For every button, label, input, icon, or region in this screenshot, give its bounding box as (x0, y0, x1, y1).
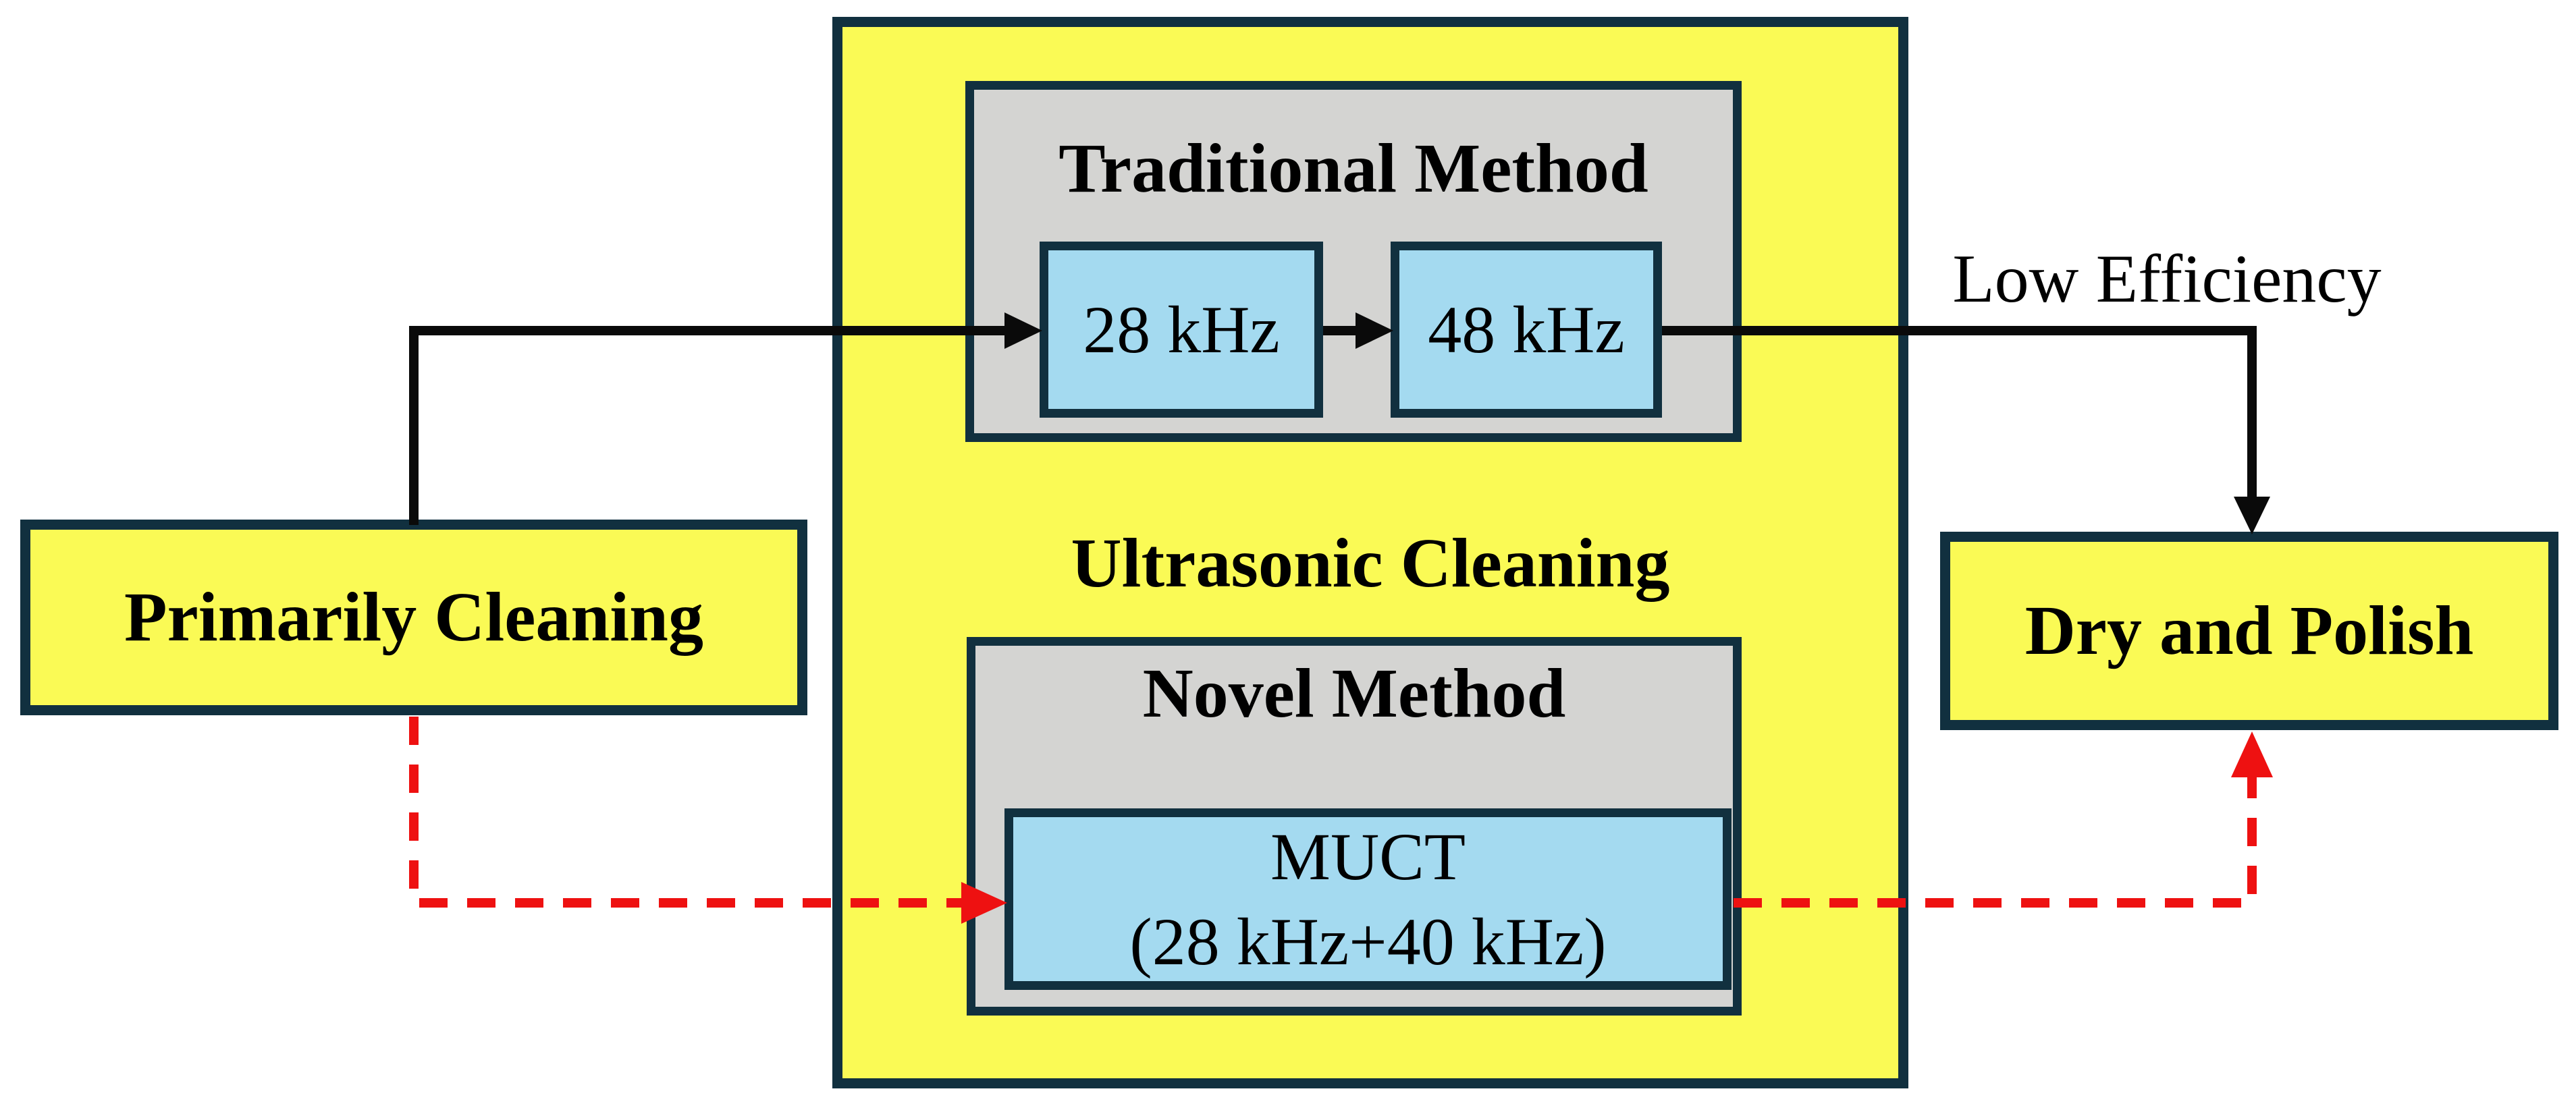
node-28khz: 28 kHz (1040, 242, 1323, 418)
node-muct: MUCT (28 kHz+40 kHz) (1004, 808, 1732, 990)
traditional-method-label: Traditional Method (965, 125, 1742, 213)
node-label: Traditional Method (1058, 129, 1648, 207)
node-label: Dry and Polish (2024, 591, 2474, 669)
edge-label-low-efficiency: Low Efficiency (1917, 238, 2417, 322)
red-arrowhead-into-dry-polish-icon (2231, 731, 2273, 777)
node-sublabel: (28 kHz+40 kHz) (1129, 904, 1607, 979)
novel-method-label: Novel Method (967, 650, 1742, 738)
node-primarily-cleaning: Primarily Cleaning (20, 520, 807, 715)
node-48khz: 48 kHz (1391, 242, 1662, 418)
node-dry-and-polish: Dry and Polish (1940, 532, 2558, 730)
ultrasonic-cleaning-label: Ultrasonic Cleaning (842, 520, 1898, 607)
node-label: 28 kHz (1083, 292, 1280, 367)
arrowhead-into-dry-polish-icon (2234, 497, 2270, 534)
node-label: MUCT (1270, 818, 1466, 894)
node-label: Novel Method (1142, 654, 1566, 732)
edge-label: Low Efficiency (1952, 241, 2382, 318)
node-label: Primarily Cleaning (124, 578, 703, 656)
node-label: Ultrasonic Cleaning (1071, 524, 1670, 602)
node-label: 48 kHz (1428, 292, 1625, 367)
